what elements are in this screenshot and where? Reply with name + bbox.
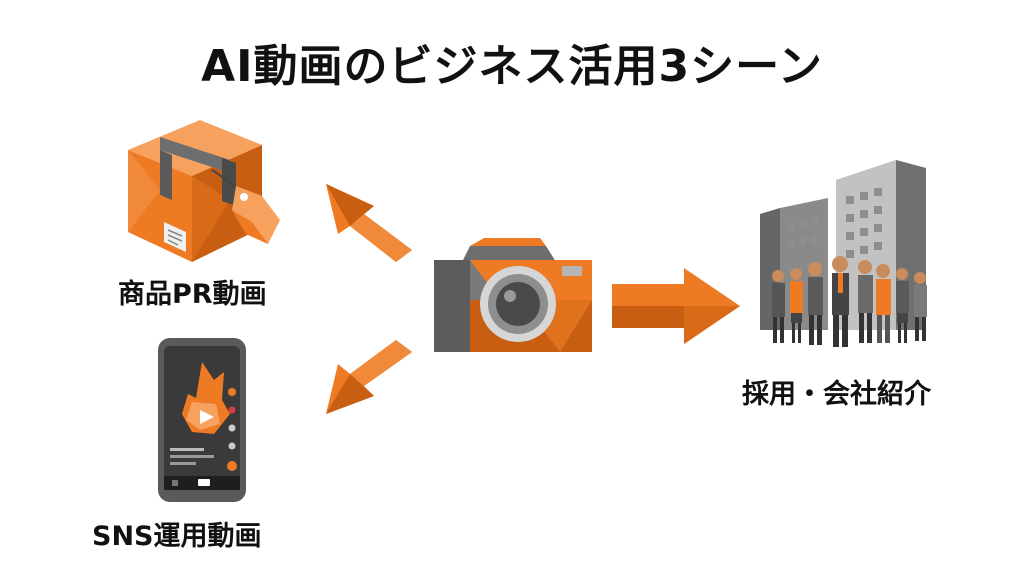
camera-icon bbox=[434, 238, 592, 352]
sns-video-label: SNS運用動画 bbox=[92, 521, 262, 552]
arrow-to-product bbox=[326, 184, 412, 262]
office-buildings-with-people-icon bbox=[760, 160, 927, 347]
arrow-to-sns bbox=[326, 340, 412, 414]
package-with-tag-icon bbox=[128, 120, 280, 262]
product-pr-label: 商品PR動画 bbox=[118, 279, 267, 310]
smartphone-video-icon bbox=[158, 338, 246, 502]
arrow-to-recruit bbox=[612, 268, 740, 344]
page-title: AI動画のビジネス活用3シーン bbox=[201, 41, 823, 92]
recruit-company-label: 採用・会社紹介 bbox=[742, 379, 931, 410]
